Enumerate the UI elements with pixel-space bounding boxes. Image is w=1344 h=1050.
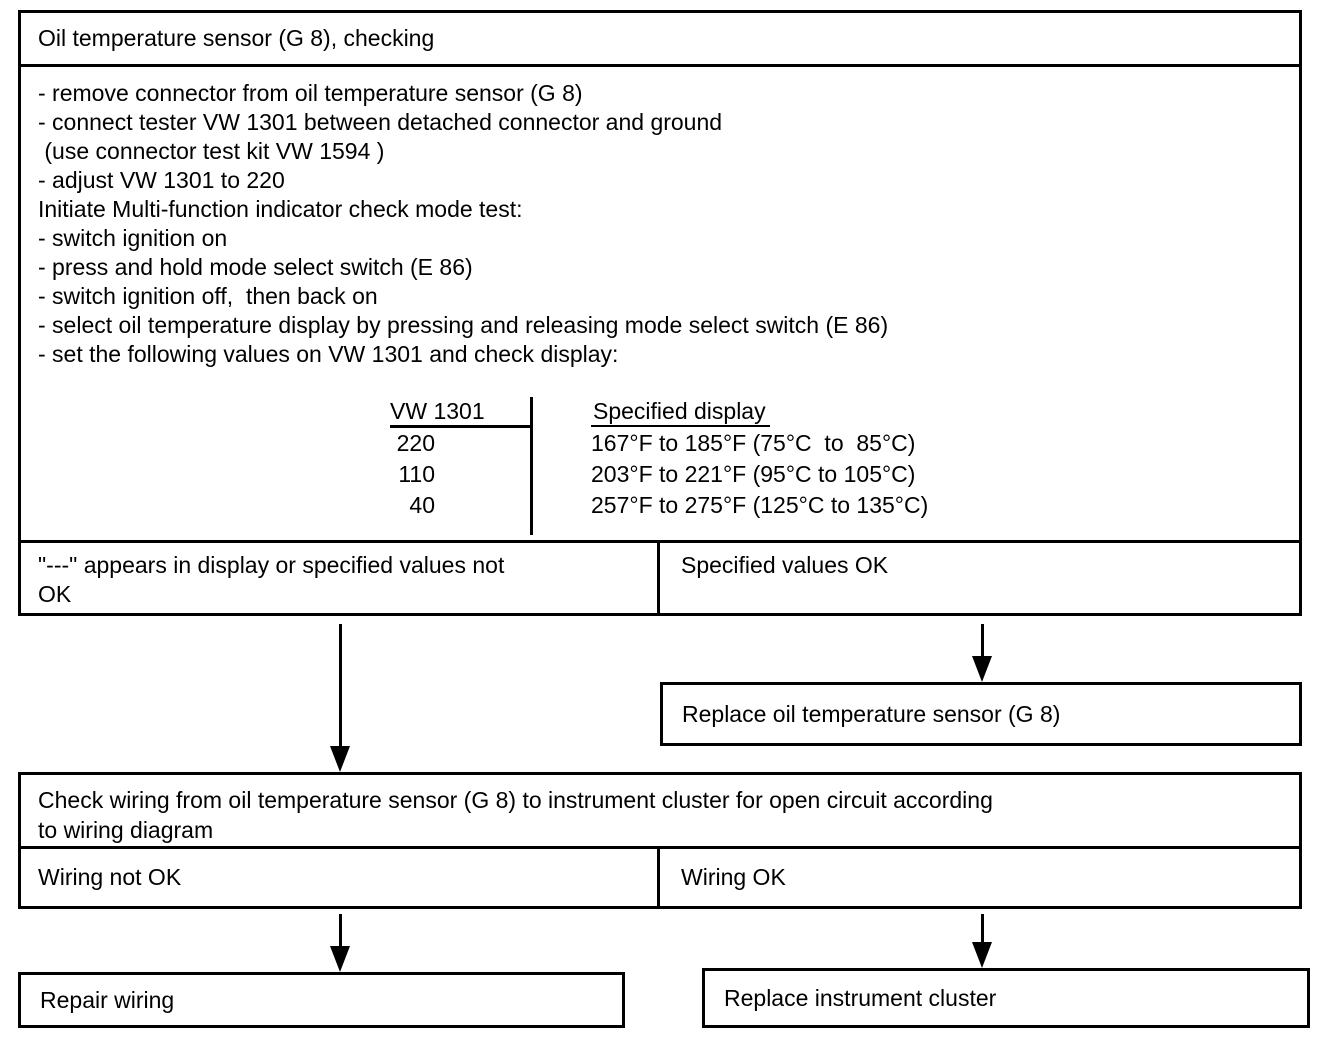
outcome-fail-text: "---" appears in display or specified va… [38,552,505,607]
wiring-pass-text: Wiring OK [681,864,786,890]
down-arrow [328,914,352,972]
test-outcome-row: "---" appears in display or specified va… [21,543,1299,613]
check-wiring-box: Check wiring from oil temperature sensor… [21,775,1299,849]
spec-table-cell: 110 [398,461,435,487]
procedure-step: - press and hold mode select switch (E 8… [38,254,473,280]
replace-cluster-box: Replace instrument cluster [702,968,1310,1028]
procedure-step: - set the following values on VW 1301 an… [38,341,619,367]
procedure-steps-box: - remove connector from oil temperature … [21,67,1299,543]
wiring-fail-box: Wiring not OK [21,849,660,906]
repair-wiring-box: Repair wiring [18,972,625,1028]
spec-table-cell: 203°F to 221°F (95°C to 105°C) [591,461,916,487]
spec-table-header-display: Specified display [591,397,928,428]
spec-table-display-column: Specified display 167°F to 185°F (75°C t… [530,397,928,535]
flowchart-title-box: Oil temperature sensor (G 8), checking [21,13,1299,67]
procedure-step: - switch ignition off, then back on [38,283,378,309]
spec-table-input-column: VW 1301 220 110 40 [390,397,530,535]
page-title: Oil temperature sensor (G 8), checking [38,25,435,51]
replace-sensor-box: Replace oil temperature sensor (G 8) [660,682,1302,746]
procedure-step: - connect tester VW 1301 between detache… [38,109,723,135]
down-arrow [970,624,994,682]
outcome-pass-text: Specified values OK [681,552,889,578]
wiring-check-block: Check wiring from oil temperature sensor… [18,772,1302,909]
spec-table-header-vw1301: VW 1301 [390,397,530,428]
procedure-step: - adjust VW 1301 to 220 [38,167,285,193]
procedure-step: - remove connector from oil temperature … [38,80,583,106]
spec-table-cell: 40 [409,492,435,518]
down-arrow [970,914,994,968]
wiring-fail-text: Wiring not OK [38,864,182,890]
outcome-pass-box: Specified values OK [660,543,1299,613]
procedure-step: Initiate Multi-function indicator check … [38,196,523,222]
replace-sensor-text: Replace oil temperature sensor (G 8) [682,700,1061,727]
spec-table: VW 1301 220 110 40 Specified display 167… [390,397,1299,535]
wiring-outcome-row: Wiring not OK Wiring OK [21,849,1299,906]
procedure-step: - switch ignition on [38,225,228,251]
wiring-pass-box: Wiring OK [660,849,1299,906]
repair-wiring-text: Repair wiring [40,986,175,1013]
spec-table-cell: 257°F to 275°F (125°C to 135°C) [591,492,929,518]
procedure-step: - select oil temperature display by pres… [38,312,889,338]
procedure-step: (use connector test kit VW 1594 ) [38,138,385,164]
spec-table-cell: 220 [396,430,435,456]
down-arrow [328,624,352,772]
check-wiring-text: Check wiring from oil temperature sensor… [38,787,993,843]
test-procedure-block: Oil temperature sensor (G 8), checking -… [18,10,1302,616]
replace-cluster-text: Replace instrument cluster [724,984,997,1011]
spec-table-cell: 167°F to 185°F (75°C to 85°C) [591,430,916,456]
outcome-fail-box: "---" appears in display or specified va… [21,543,660,613]
